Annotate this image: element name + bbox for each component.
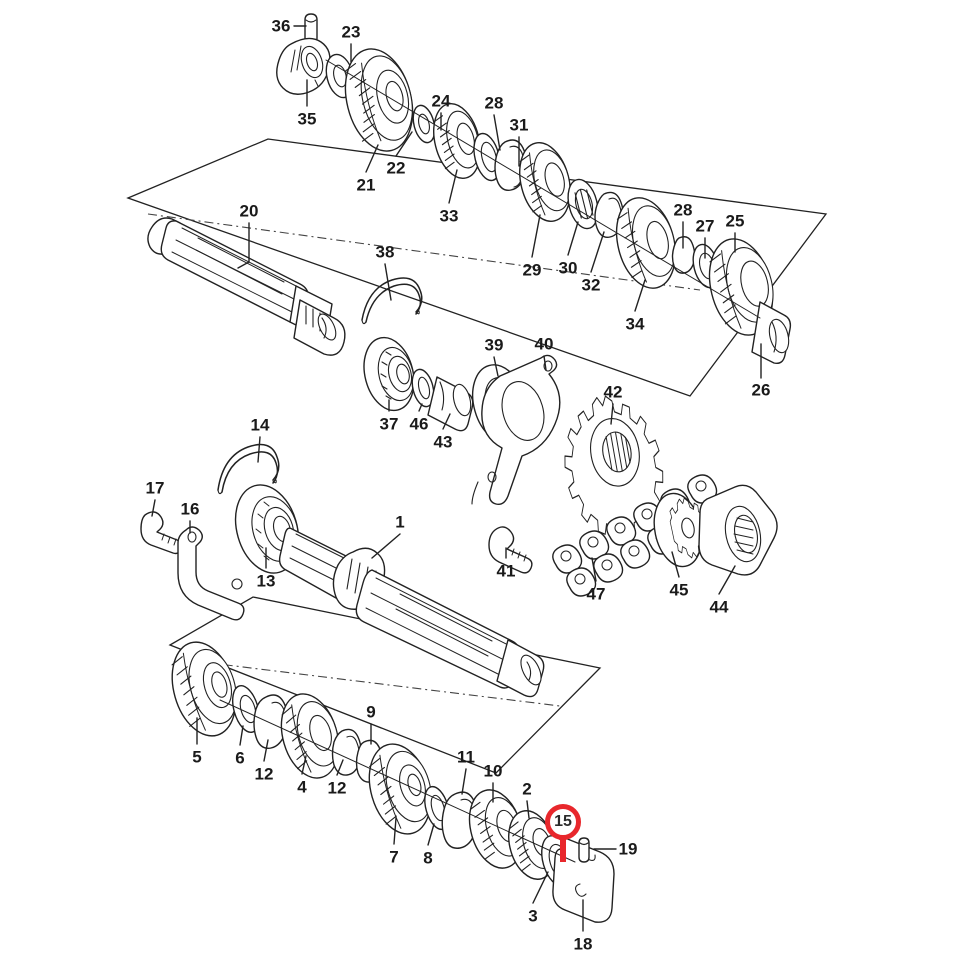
callout-41[interactable]: 41 (496, 561, 516, 581)
highlight-stem (560, 838, 566, 862)
part-41-bolt (488, 526, 533, 574)
highlight-badge-label: 15 (554, 813, 572, 830)
callout-28[interactable]: 28 (673, 200, 693, 220)
callout-27[interactable]: 27 (695, 216, 715, 236)
callout-32[interactable]: 32 (581, 275, 601, 295)
callout-14[interactable]: 14 (250, 415, 270, 435)
callout-20[interactable]: 20 (239, 201, 259, 221)
part-30-bearing (567, 178, 599, 230)
part-35-bushing (276, 37, 331, 95)
callout-12[interactable]: 12 (254, 764, 274, 784)
part-38-circlip (361, 277, 423, 325)
callout-44[interactable]: 44 (709, 597, 729, 617)
part-20-driveshaft (147, 217, 346, 356)
part-4-gear (280, 693, 340, 779)
part-32-circlip (594, 191, 624, 238)
upper-axis (325, 59, 761, 319)
callout-23[interactable]: 23 (341, 22, 361, 42)
part-21-gear (344, 48, 414, 152)
callout-10[interactable]: 10 (483, 761, 503, 781)
part-19-pin (578, 837, 590, 863)
callout-29[interactable]: 29 (522, 260, 542, 280)
callout-18[interactable]: 18 (573, 934, 593, 954)
highlight-badge-15[interactable]: 15 (545, 804, 581, 840)
callout-2[interactable]: 2 (522, 779, 532, 799)
callout-26[interactable]: 26 (751, 380, 771, 400)
centerline-upper (147, 213, 701, 291)
callout-31[interactable]: 31 (509, 115, 529, 135)
callout-46[interactable]: 46 (409, 414, 429, 434)
callout-9[interactable]: 9 (366, 702, 376, 722)
callout-28[interactable]: 28 (484, 93, 504, 113)
callout-37[interactable]: 37 (379, 414, 399, 434)
callout-17[interactable]: 17 (145, 478, 165, 498)
callout-4[interactable]: 4 (297, 777, 307, 797)
callout-13[interactable]: 13 (256, 571, 276, 591)
callout-11[interactable]: 11 (457, 747, 475, 767)
part-45-lock-washer (653, 492, 707, 568)
part-6-washer (232, 684, 260, 734)
callout-19[interactable]: 19 (618, 839, 638, 859)
callout-43[interactable]: 43 (433, 432, 453, 452)
part-17-bolt (140, 511, 183, 555)
callout-33[interactable]: 33 (439, 206, 459, 226)
callout-45[interactable]: 45 (669, 580, 689, 600)
callout-12[interactable]: 12 (327, 778, 347, 798)
lower-axis (219, 699, 576, 863)
leader-lines (151, 25, 762, 932)
callout-40[interactable]: 40 (534, 334, 554, 354)
callout-16[interactable]: 16 (180, 499, 200, 519)
callout-6[interactable]: 6 (235, 748, 245, 768)
part-43-spacer (427, 376, 474, 432)
callout-22[interactable]: 22 (386, 158, 406, 178)
part-5-gear (171, 641, 237, 737)
callout-47[interactable]: 47 (586, 584, 606, 604)
callout-21[interactable]: 21 (356, 175, 376, 195)
part-7-gear (368, 743, 432, 835)
part-14-circlip (217, 443, 280, 495)
part-29-gear (519, 142, 571, 222)
part-44-nut (698, 484, 778, 576)
part-25-gear (708, 238, 774, 336)
callout-7[interactable]: 7 (389, 847, 399, 867)
part-34-gear (615, 197, 677, 289)
callout-30[interactable]: 30 (558, 258, 578, 278)
callout-8[interactable]: 8 (423, 848, 433, 868)
callout-1[interactable]: 1 (395, 512, 405, 532)
callout-35[interactable]: 35 (297, 109, 317, 129)
callout-5[interactable]: 5 (192, 747, 202, 767)
bottom-shaft-assembly (171, 641, 615, 923)
callout-39[interactable]: 39 (484, 335, 504, 355)
callout-3[interactable]: 3 (528, 906, 538, 926)
callout-42[interactable]: 42 (603, 382, 623, 402)
top-shaft-assembly (276, 13, 792, 365)
part-26-collar (751, 301, 792, 365)
centerline-lower (185, 659, 561, 707)
part-12-circlip-b (331, 728, 362, 776)
part-46-spacer (411, 368, 435, 408)
part-37-bearing (363, 336, 415, 412)
part-33-gear (433, 103, 481, 179)
callout-25[interactable]: 25 (725, 211, 745, 231)
callout-34[interactable]: 34 (625, 314, 645, 334)
part-1-countershaft (278, 527, 545, 698)
part-16-shift-arm (177, 526, 245, 621)
part-40-retainer-plate (471, 354, 561, 506)
callout-38[interactable]: 38 (375, 242, 395, 262)
callout-36[interactable]: 36 (271, 16, 291, 36)
assembly-guide-upper (126, 138, 828, 397)
callout-24[interactable]: 24 (431, 91, 451, 111)
